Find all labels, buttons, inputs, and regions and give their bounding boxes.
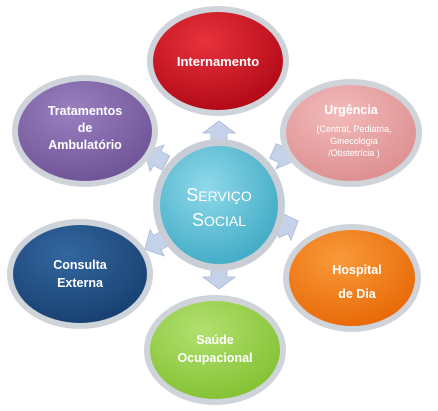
node-tratamentos-label-2: de — [78, 121, 93, 135]
center-title-line-2: SOCIAL — [192, 210, 246, 230]
node-urgencia-label: Urgência — [324, 103, 379, 117]
node-urgencia-detail-2: Ginecologia — [330, 136, 378, 146]
node-tratamentos-label-1: Tratamentos — [48, 104, 122, 118]
node-urgencia: Urgência (Central, Pediatria, Ginecologi… — [280, 79, 422, 187]
node-hospital-dia: Hospital de Dia — [283, 224, 421, 332]
center-line1-initial: S — [186, 185, 198, 205]
center-title-line-1: SERVIÇO — [186, 185, 252, 205]
node-saude-ocupacional: Saúde Ocupacional — [144, 295, 286, 405]
node-saude-label-1: Saúde — [196, 333, 234, 347]
node-hospital-dia-label-1: Hospital — [332, 263, 381, 277]
connector-arrows — [144, 120, 299, 290]
node-consulta-label-2: Externa — [57, 276, 104, 290]
center-line2-rest: OCIAL — [204, 213, 246, 229]
center-line2-initial: S — [192, 210, 204, 230]
node-tratamentos-label-3: Ambulatório — [48, 138, 122, 152]
node-urgencia-detail-3: /Obstetrícia ) — [328, 148, 380, 158]
node-servico-social: SERVIÇO SOCIAL — [153, 139, 285, 271]
center-line1-rest: ERVIÇO — [198, 188, 252, 204]
node-hospital-dia-label-2: de Dia — [338, 287, 377, 301]
node-saude-label-2: Ocupacional — [177, 351, 252, 365]
node-consulta-label-1: Consulta — [53, 258, 108, 272]
node-internamento: Internamento — [147, 6, 289, 116]
node-internamento-label: Internamento — [177, 54, 259, 69]
node-consulta-externa: Consulta Externa — [7, 219, 153, 329]
node-urgencia-detail-1: (Central, Pediatria, — [316, 124, 391, 134]
node-tratamentos: Tratamentos de Ambulatório — [12, 75, 158, 187]
